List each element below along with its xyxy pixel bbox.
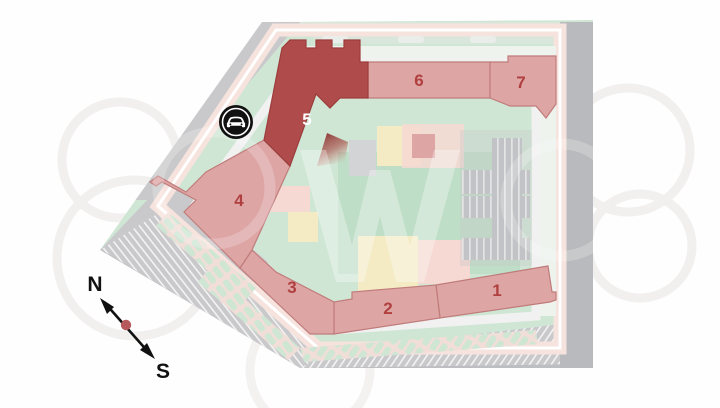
building-labels: 1 2 3 4 5 6 7 — [234, 71, 525, 318]
compass-arrow-north — [100, 298, 114, 314]
street-stalls-southwest — [198, 268, 300, 360]
parking-lot-center-b — [462, 196, 530, 218]
building-label-2: 2 — [383, 299, 392, 318]
building-label-5: 5 — [302, 110, 311, 129]
car-icon — [226, 116, 246, 128]
building-label-1: 1 — [492, 281, 501, 300]
yard-plot-red-a — [412, 134, 435, 158]
building-shape-5[interactable] — [263, 39, 369, 168]
parking-badge-inner — [221, 107, 251, 137]
yard-plot-pink-b — [418, 240, 470, 284]
building-label-4: 4 — [234, 191, 244, 210]
street-stalls-south — [300, 330, 538, 362]
parking-lot-center-c — [462, 238, 530, 260]
parking-aisle — [460, 130, 532, 266]
building-label-6: 6 — [414, 71, 423, 90]
parking-lot-center-a — [462, 170, 530, 194]
building-shape-6[interactable] — [367, 61, 491, 99]
view-direction-cone — [317, 133, 348, 166]
compass-arrow-south — [140, 343, 155, 359]
building-label-7: 7 — [516, 73, 525, 92]
road-south-belt-base — [300, 364, 593, 368]
building-shape-4[interactable] — [148, 139, 291, 269]
street-stalls-east — [540, 80, 556, 316]
street-stalls-north — [300, 46, 556, 58]
yard-plot-yellow-c — [288, 212, 318, 242]
hedge-north-c — [470, 36, 496, 43]
compass: N S — [87, 273, 170, 383]
hedge-north-b — [398, 36, 424, 43]
compass-label-south: S — [156, 360, 170, 383]
yard-plot-yellow-b — [358, 236, 418, 294]
road-southwest-belt-base — [100, 250, 300, 368]
building-label-3: 3 — [287, 278, 296, 297]
compass-label-north: N — [87, 273, 102, 296]
yard-plot-gray-a — [349, 140, 376, 176]
parking-badge[interactable] — [219, 105, 253, 139]
compass-pivot — [120, 319, 132, 331]
building-shape-1[interactable] — [435, 265, 557, 319]
building-shape-7[interactable] — [489, 55, 557, 119]
site-area — [100, 20, 593, 368]
street-stalls-west — [156, 212, 256, 302]
